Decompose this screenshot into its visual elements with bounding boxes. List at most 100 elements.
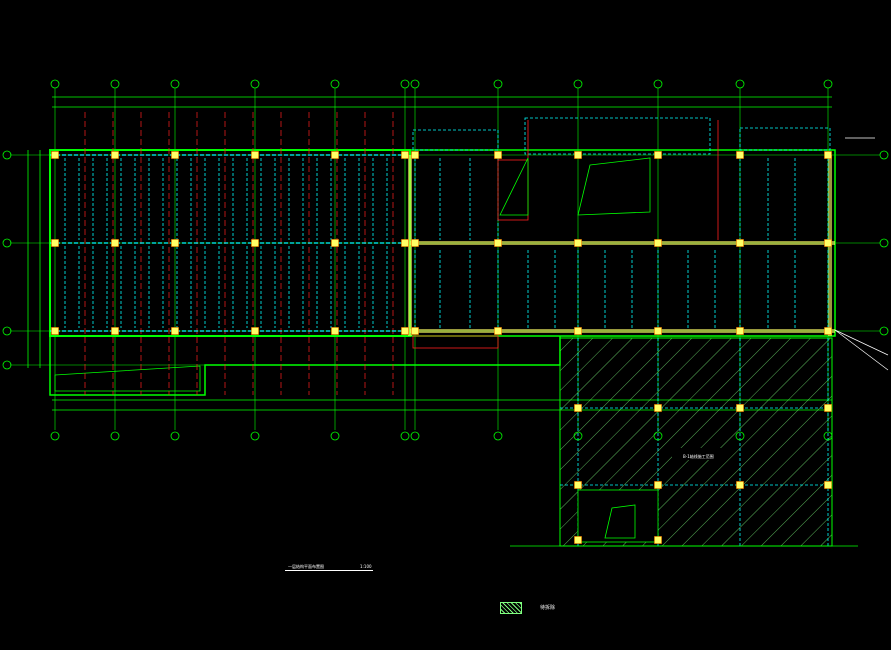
axis-bubble <box>170 79 180 89</box>
column <box>654 536 662 544</box>
opening-outline <box>412 335 499 349</box>
leader-line <box>834 329 889 356</box>
column <box>251 239 259 247</box>
axis-bubble <box>330 79 340 89</box>
stair-outline <box>604 504 636 539</box>
column <box>736 404 744 412</box>
column <box>654 151 662 159</box>
axis-bubbles <box>2 79 889 441</box>
axis-bubble <box>2 238 12 248</box>
drawing-scale: 1:100 <box>360 564 372 569</box>
axis-bubble <box>2 360 12 370</box>
opening-outline <box>524 117 711 155</box>
label-backing <box>672 448 724 460</box>
opening-outline <box>497 159 529 221</box>
column <box>574 536 582 544</box>
column <box>824 151 832 159</box>
axis-bubble <box>400 431 410 441</box>
opening-outline <box>739 127 831 151</box>
column <box>574 151 582 159</box>
column <box>494 327 502 335</box>
column <box>574 404 582 412</box>
legend-hatch-swatch <box>500 602 522 614</box>
axis-bubble <box>493 79 503 89</box>
axis-bubble <box>400 79 410 89</box>
axis-bubble <box>823 79 833 89</box>
column <box>654 481 662 489</box>
column <box>574 481 582 489</box>
column <box>574 239 582 247</box>
column <box>736 481 744 489</box>
column <box>331 327 339 335</box>
axis-bubble <box>2 326 12 336</box>
slab-outline <box>49 336 561 396</box>
column <box>736 239 744 247</box>
axis-bubble <box>110 79 120 89</box>
axis-bubble <box>735 79 745 89</box>
column <box>171 327 179 335</box>
column <box>111 151 119 159</box>
axis-bubble <box>653 79 663 89</box>
stair-outline <box>54 365 201 392</box>
column <box>736 151 744 159</box>
column <box>401 327 409 335</box>
column <box>251 151 259 159</box>
column <box>824 327 832 335</box>
axis-bubble <box>573 431 583 441</box>
axis-bubble <box>653 431 663 441</box>
column <box>654 327 662 335</box>
column <box>51 239 59 247</box>
opening-outline <box>412 129 499 151</box>
column <box>736 327 744 335</box>
axis-bubble <box>250 79 260 89</box>
axis-bubble <box>879 150 889 160</box>
column <box>494 239 502 247</box>
stair-outline <box>577 489 659 543</box>
hatched-zone <box>510 337 858 547</box>
column <box>401 239 409 247</box>
column <box>331 151 339 159</box>
column <box>331 239 339 247</box>
column <box>824 404 832 412</box>
column <box>654 404 662 412</box>
axis-bubble <box>735 431 745 441</box>
column <box>824 239 832 247</box>
column <box>574 327 582 335</box>
axis-bubble <box>110 431 120 441</box>
legend-label: 待拆除 <box>540 605 556 611</box>
column <box>51 327 59 335</box>
axis-bubble <box>410 431 420 441</box>
axis-bubble <box>823 431 833 441</box>
drawing-title: 一层结构平面布置图 <box>288 564 324 569</box>
column <box>411 327 419 335</box>
axis-bubble <box>879 326 889 336</box>
leader-line <box>834 329 889 371</box>
column <box>824 481 832 489</box>
axis-bubble <box>50 79 60 89</box>
beam-layer <box>50 112 889 395</box>
axis-bubble <box>410 79 420 89</box>
column <box>251 327 259 335</box>
axis-bubble <box>493 431 503 441</box>
column <box>411 239 419 247</box>
axis-bubble <box>250 431 260 441</box>
axis-bubble <box>573 79 583 89</box>
axis-bubble <box>2 150 12 160</box>
column <box>171 239 179 247</box>
axis-bubble <box>879 238 889 248</box>
column <box>51 151 59 159</box>
axis-bubble <box>330 431 340 441</box>
column <box>411 151 419 159</box>
column <box>111 239 119 247</box>
stair-outline <box>577 157 651 216</box>
axis-bubble <box>50 431 60 441</box>
title-underline <box>285 570 373 571</box>
column <box>494 151 502 159</box>
axis-bubble <box>170 431 180 441</box>
column <box>111 327 119 335</box>
stair-outline <box>499 157 529 216</box>
column-layer <box>51 151 832 544</box>
column <box>654 239 662 247</box>
column <box>171 151 179 159</box>
